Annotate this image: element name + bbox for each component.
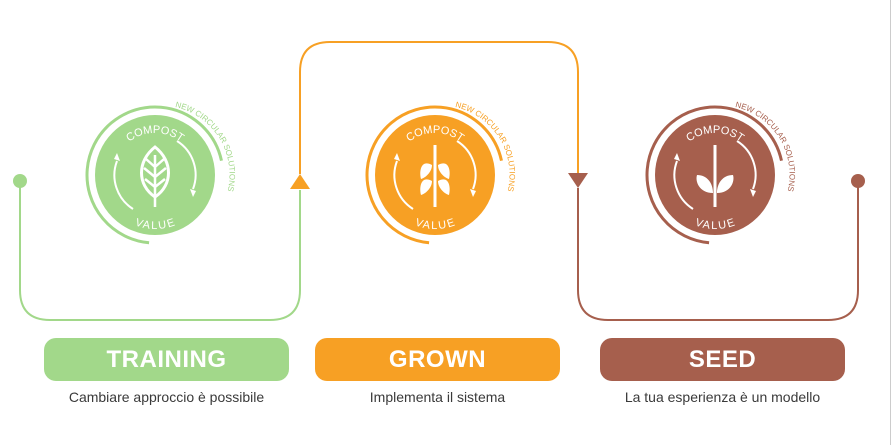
sprout-icon xyxy=(696,145,734,207)
cycle-arrow-icon xyxy=(673,160,694,210)
orange-connector xyxy=(299,41,579,174)
cycle-arrow-icon xyxy=(456,140,477,190)
seed-button[interactable]: SEED xyxy=(600,338,845,381)
end-dot xyxy=(851,174,865,188)
cycle-arrow-icon xyxy=(736,140,757,190)
green-connector xyxy=(19,181,301,321)
compost-value-badge-grown: COMPOST VALUE NEW CIRCULAR SOLUTIONS xyxy=(365,100,517,245)
seed-caption: La tua esperienza è un modello xyxy=(624,389,821,405)
leaf-icon xyxy=(140,145,170,207)
training-button[interactable]: TRAINING xyxy=(44,338,289,381)
compost-value-badge-seed: COMPOST VALUE NEW CIRCULAR SOLUTIONS xyxy=(645,100,797,245)
down-arrow-icon xyxy=(568,173,588,188)
cycle-arrow-icon xyxy=(393,160,414,210)
training-caption: Cambiare approccio è possibile xyxy=(68,389,265,405)
grown-caption: Implementa il sistema xyxy=(369,389,506,405)
right-border xyxy=(890,0,891,445)
cycle-arrow-icon xyxy=(176,140,197,190)
wheat-icon xyxy=(420,145,450,207)
start-dot xyxy=(13,174,27,188)
compost-value-badge-training: COMPOST VALUE NEW CIRCULAR SOLUTIONS xyxy=(85,100,237,245)
up-arrow-icon xyxy=(290,174,310,189)
brown-connector xyxy=(577,181,859,321)
badge-outer-ring xyxy=(365,105,505,245)
cycle-arrow-icon xyxy=(113,160,134,210)
grown-button[interactable]: GROWN xyxy=(315,338,560,381)
